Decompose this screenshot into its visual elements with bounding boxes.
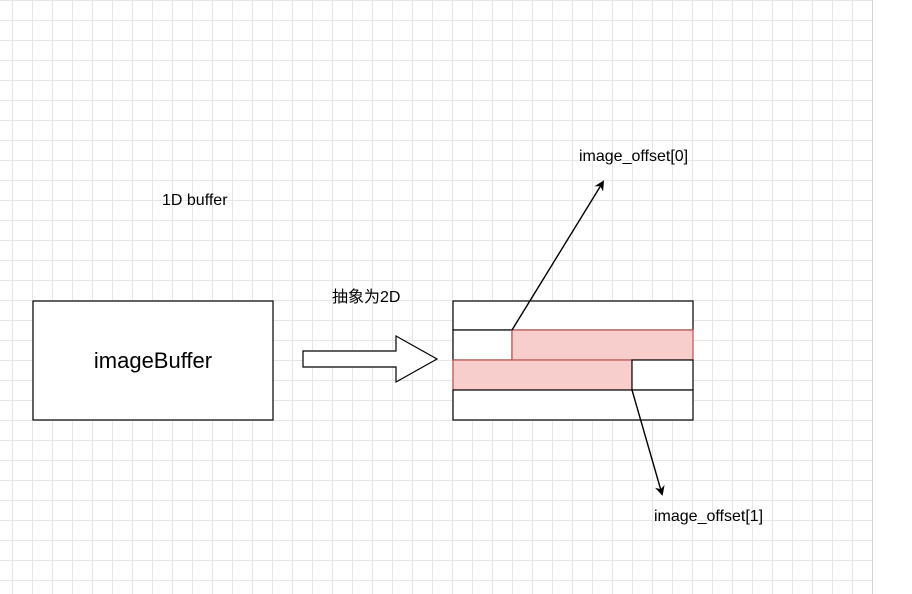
image-region-1-part (452, 359, 633, 391)
image-region-0-part (511, 329, 694, 361)
row-2-start (452, 329, 513, 361)
row-4 (452, 389, 694, 421)
grid-background (0, 0, 872, 594)
offset0-pointer-arrow[interactable] (511, 180, 605, 331)
row-1 (452, 300, 694, 331)
buffer-2d-table[interactable] (452, 300, 694, 421)
image-buffer-label: imageBuffer (93, 347, 213, 373)
offset1-pointer-arrow[interactable] (631, 389, 665, 496)
offset0-label: image_offset[0] (579, 148, 689, 165)
canvas-edge (872, 0, 873, 594)
transform-arrow[interactable] (302, 334, 439, 384)
offset1-label: image_offset[1] (654, 508, 764, 525)
transform-label: 抽象为2D (332, 289, 401, 306)
row-3-end (631, 359, 694, 391)
buffer-caption: 1D buffer (162, 192, 228, 209)
image-buffer-box[interactable] (32, 300, 274, 421)
